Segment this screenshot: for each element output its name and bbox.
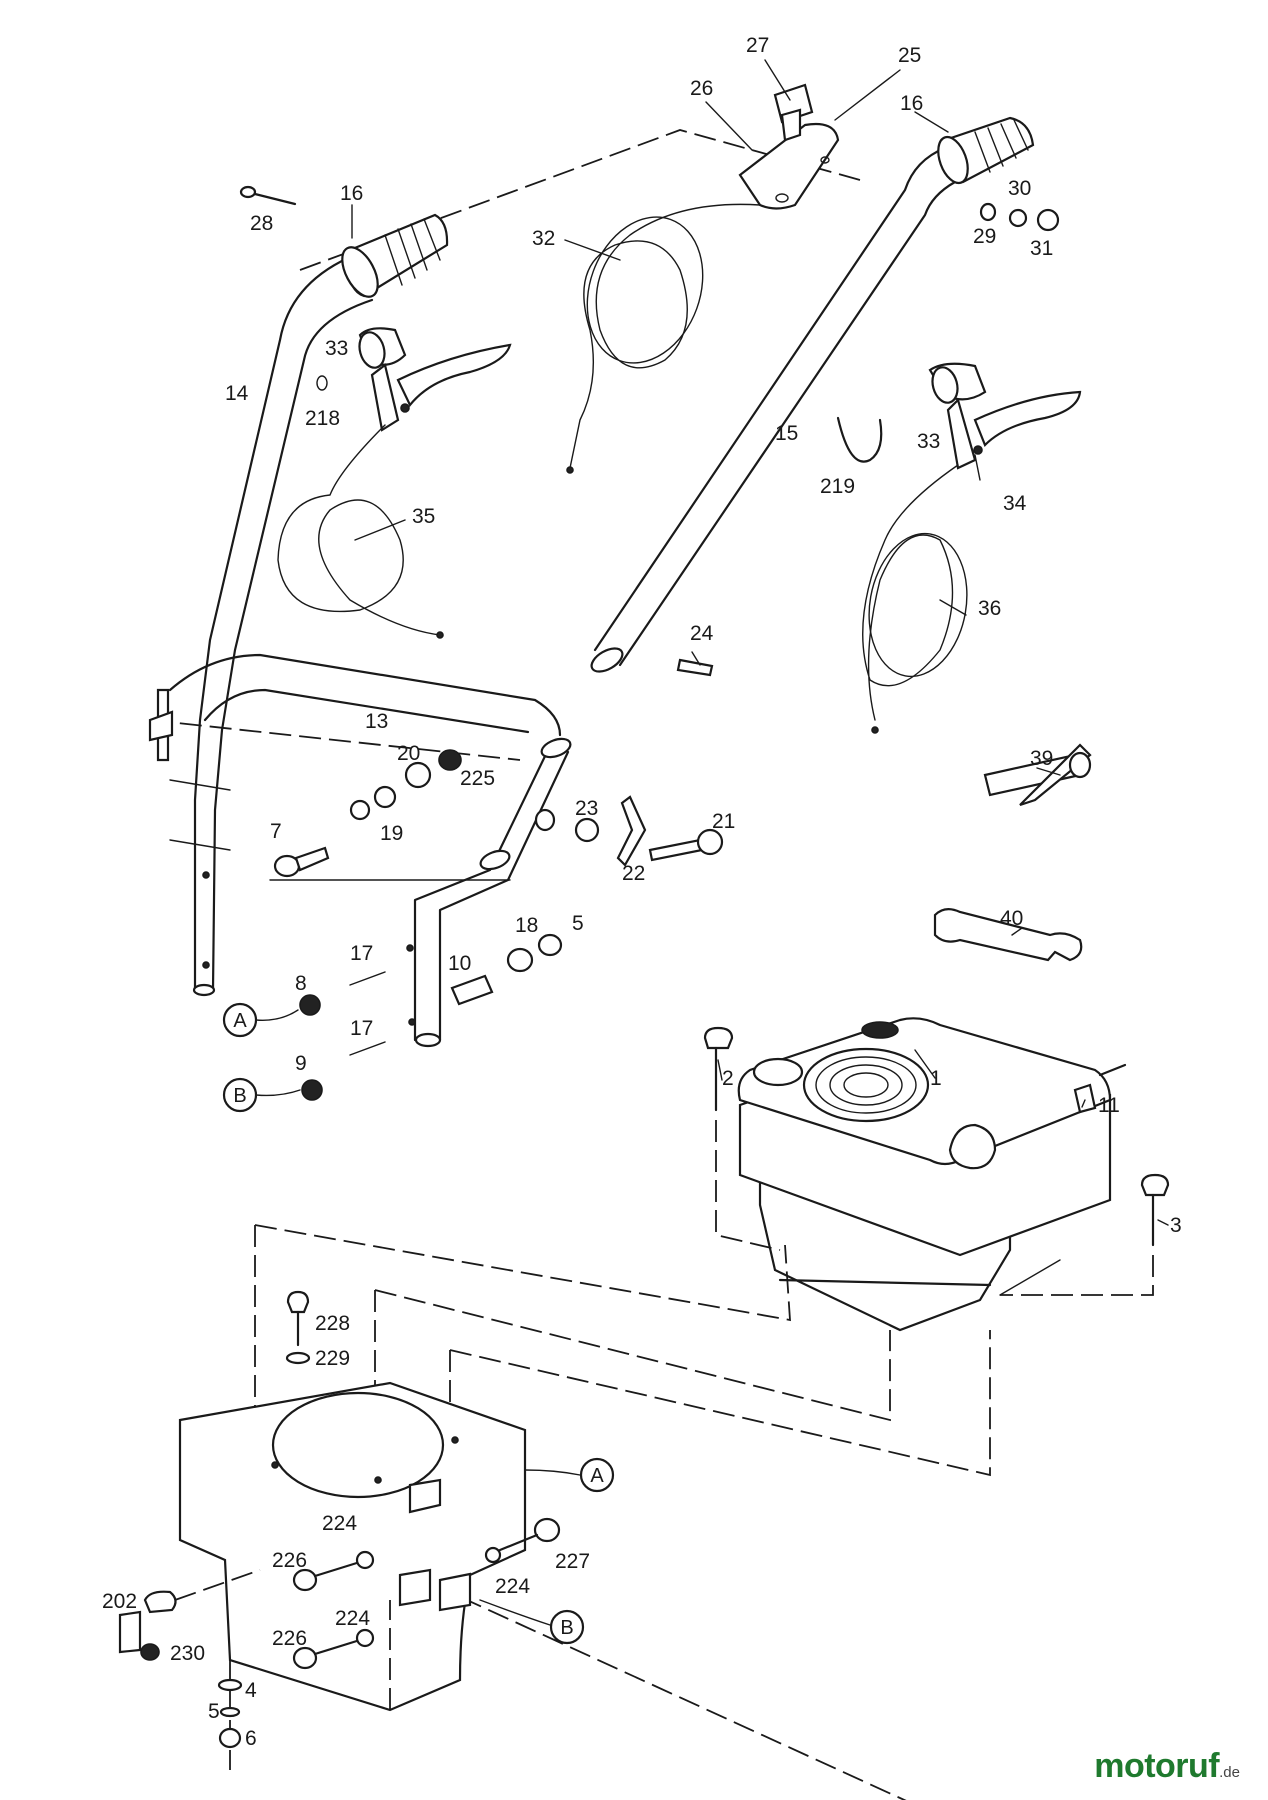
brand-logo: motoruf.de xyxy=(1094,1747,1240,1786)
reference-a-lower: A xyxy=(524,1457,615,1493)
callout-32: 32 xyxy=(532,227,555,250)
callout-19: 19 xyxy=(380,822,403,845)
right-brake-lever xyxy=(928,362,1082,470)
callout-30: 30 xyxy=(1008,177,1031,200)
callout-5: 5 xyxy=(572,912,584,935)
throttle-cable xyxy=(566,203,761,474)
left-brake-cable xyxy=(277,424,444,639)
callout-3: 3 xyxy=(1170,1214,1182,1237)
callout-6: 6 xyxy=(245,1727,257,1750)
callout-35: 35 xyxy=(412,505,435,528)
reference-a-label: A xyxy=(590,1465,604,1487)
callout-14: 14 xyxy=(225,382,249,405)
mounting-deck: A B xyxy=(118,1224,991,1800)
right-handlebar-tube xyxy=(590,116,1035,673)
callout-16: 16 xyxy=(900,92,923,115)
callout-229: 229 xyxy=(315,1347,350,1370)
callout-17: 17 xyxy=(350,942,373,965)
leader-lines xyxy=(351,59,1169,1296)
callout-25: 25 xyxy=(898,44,921,67)
reference-a-label: A xyxy=(233,1010,247,1032)
callout-11: 11 xyxy=(1098,1094,1120,1117)
callout-228: 228 xyxy=(315,1312,350,1335)
callout-36: 36 xyxy=(978,597,1001,620)
callout-224: 224 xyxy=(335,1607,370,1630)
callout-33: 33 xyxy=(917,430,940,453)
brand-name: motoruf xyxy=(1094,1747,1220,1785)
reference-b-upper: B xyxy=(222,1077,301,1113)
callout-20: 20 xyxy=(397,742,420,765)
callout-2: 2 xyxy=(722,1067,734,1090)
callout-4: 4 xyxy=(245,1679,257,1702)
callout-21: 21 xyxy=(712,810,735,833)
handle-assembly: A B xyxy=(148,83,1092,1113)
right-brake-cable xyxy=(862,464,968,734)
spring-clip xyxy=(836,416,883,463)
callout-39: 39 xyxy=(1030,747,1053,770)
engine-assembly xyxy=(703,1017,1170,1332)
left-handle-grip xyxy=(341,213,449,298)
callout-33: 33 xyxy=(325,337,348,360)
callout-227: 227 xyxy=(555,1550,590,1573)
callout-26: 26 xyxy=(690,77,713,100)
open-end-wrench xyxy=(933,908,1083,962)
callout-226: 226 xyxy=(272,1549,307,1572)
callout-29: 29 xyxy=(973,225,996,248)
callout-23: 23 xyxy=(575,797,598,820)
callout-18: 18 xyxy=(515,914,538,937)
callout-1: 1 xyxy=(930,1067,942,1090)
callout-8: 8 xyxy=(295,972,307,995)
callout-224: 224 xyxy=(322,1512,357,1535)
upper-handle-fasteners xyxy=(269,749,511,881)
callout-202: 202 xyxy=(102,1590,137,1613)
pin-24 xyxy=(676,658,714,677)
callout-40: 40 xyxy=(1000,907,1023,930)
callout-225: 225 xyxy=(460,767,495,790)
reference-b-label: B xyxy=(560,1617,573,1639)
left-handlebar-tube xyxy=(192,213,449,997)
callout-31: 31 xyxy=(1030,237,1053,260)
callout-22: 22 xyxy=(622,862,645,885)
left-brake-lever xyxy=(316,327,512,432)
lower-handle-frame xyxy=(148,653,572,1048)
bolt-28 xyxy=(239,185,297,206)
callout-230: 230 xyxy=(170,1642,205,1665)
callout-28: 28 xyxy=(250,212,273,235)
callout-5: 5 xyxy=(208,1700,220,1723)
callout-16: 16 xyxy=(340,182,363,205)
callout-226: 226 xyxy=(272,1627,307,1650)
callout-labels: 27 25 26 16 16 28 30 29 31 32 14 33 218 … xyxy=(102,34,1182,1750)
brand-suffix: .de xyxy=(1219,1764,1240,1781)
callout-34: 34 xyxy=(1003,492,1027,515)
reference-a-upper: A xyxy=(222,1002,299,1038)
reference-b-label: B xyxy=(233,1085,246,1107)
callout-9: 9 xyxy=(295,1052,307,1075)
callout-17: 17 xyxy=(350,1017,373,1040)
right-grip-fasteners xyxy=(979,202,1060,232)
reference-b-lower: B xyxy=(479,1599,585,1645)
handle-clamp xyxy=(534,795,724,867)
callout-10: 10 xyxy=(448,952,471,975)
callout-27: 27 xyxy=(746,34,769,57)
callout-7: 7 xyxy=(270,820,282,843)
throttle-control xyxy=(738,83,840,210)
callout-224: 224 xyxy=(495,1575,530,1598)
callout-13: 13 xyxy=(365,710,388,733)
right-handle-grip xyxy=(937,116,1035,185)
lower-handle-fasteners xyxy=(299,933,563,1101)
callout-218: 218 xyxy=(305,407,340,430)
spark-plug-wrench xyxy=(983,743,1092,807)
callout-24: 24 xyxy=(690,622,714,645)
callout-219: 219 xyxy=(820,475,855,498)
callout-15: 15 xyxy=(775,422,798,445)
